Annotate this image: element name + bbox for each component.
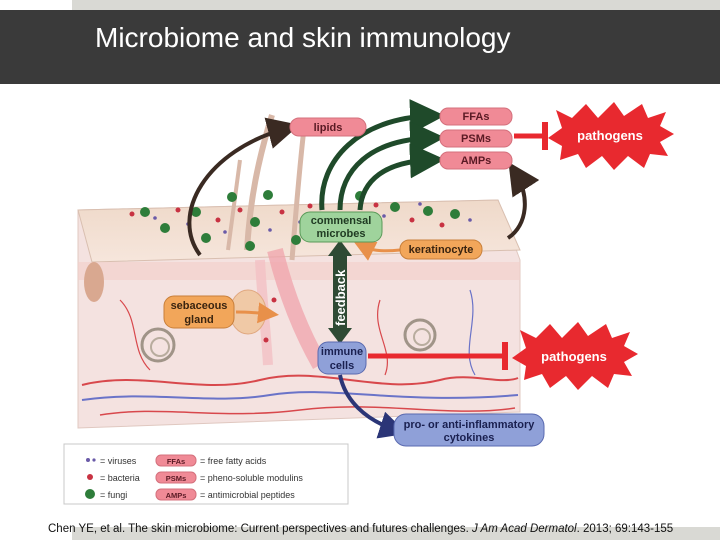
commensal-line1: commensal — [311, 215, 372, 227]
legend-ffas-desc: = free fatty acids — [200, 456, 267, 466]
citation: Chen YE, et al. The skin microbiome: Cur… — [48, 523, 673, 535]
citation-main: Chen YE, et al. The skin microbiome: Cur… — [48, 523, 473, 535]
bottom-accent-strip — [72, 527, 720, 540]
psms-badge — [439, 129, 513, 148]
legend-psms-desc: = pheno-soluble modulins — [200, 473, 303, 483]
lipids-arrow — [187, 117, 300, 257]
fungi-legend-icon — [85, 489, 95, 499]
pathogens-top-label: pathogens — [577, 128, 643, 143]
inhibition-bar-top — [514, 122, 548, 150]
pathogens-bottom-burst — [512, 322, 638, 390]
immune-cells-box — [317, 341, 367, 375]
sebaceous-gland-box — [163, 295, 235, 329]
feedback-arrow: feedback — [328, 240, 352, 344]
inhibition-bar-bottom — [368, 342, 508, 370]
sebaceous-arrow — [235, 302, 279, 324]
amps-badge — [439, 151, 513, 170]
feedback-label: feedback — [333, 269, 348, 326]
top-accent-strip — [72, 0, 720, 10]
commensal-line2: microbes — [317, 228, 366, 240]
cytokines-box — [393, 413, 545, 447]
citation-tail: . 2013; 69:143-155 — [576, 523, 674, 535]
commensal-output-arrows — [319, 99, 445, 211]
sebaceous-line2: gland — [184, 314, 213, 326]
legend: = viruses = bacteria = fungi FFAs = free… — [63, 443, 349, 505]
virus-legend-icon — [86, 458, 90, 462]
skin-block — [77, 114, 521, 429]
sebaceous-line1: sebaceous — [171, 300, 228, 312]
cytokines-line1: pro- or anti-inflammatory — [404, 419, 536, 431]
amps-label: AMPs — [461, 155, 492, 167]
ffas-label: FFAs — [463, 111, 490, 123]
bacteria-legend-icon — [87, 474, 93, 480]
legend-fungi: = fungi — [100, 490, 127, 500]
keratinocyte-arrow — [506, 161, 540, 240]
immune-line1: immune — [321, 346, 363, 358]
slide-title: Microbiome and skin immunology — [95, 22, 511, 53]
legend-bacteria: = bacteria — [100, 473, 140, 483]
cytokines-line2: cytokines — [444, 432, 495, 444]
legend-ffas-badge: FFAs — [167, 457, 185, 466]
lipids-label: lipids — [314, 122, 343, 134]
keratinocyte-label: keratinocyte — [409, 244, 474, 256]
pathogens-top-burst — [548, 102, 674, 170]
ffas-badge — [439, 107, 513, 126]
cytokine-arrow — [338, 374, 408, 439]
immune-line2: cells — [330, 360, 354, 372]
title-bar — [0, 10, 720, 84]
citation-journal: J Am Acad Dermatol — [472, 523, 577, 535]
legend-psms-badge: PSMs — [166, 474, 186, 483]
keratinocyte-link-arrow — [353, 241, 401, 261]
legend-viruses: = viruses — [100, 456, 137, 466]
pathogens-bottom-label: pathogens — [541, 349, 607, 364]
keratinocyte-box — [399, 239, 483, 260]
legend-amps-badge: AMPs — [166, 491, 187, 500]
psms-label: PSMs — [461, 133, 491, 145]
commensal-microbes-box — [299, 211, 383, 243]
lipids-badge — [289, 117, 367, 137]
legend-amps-desc: = antimicrobial peptides — [200, 490, 295, 500]
microbes-on-skin — [129, 190, 472, 343]
